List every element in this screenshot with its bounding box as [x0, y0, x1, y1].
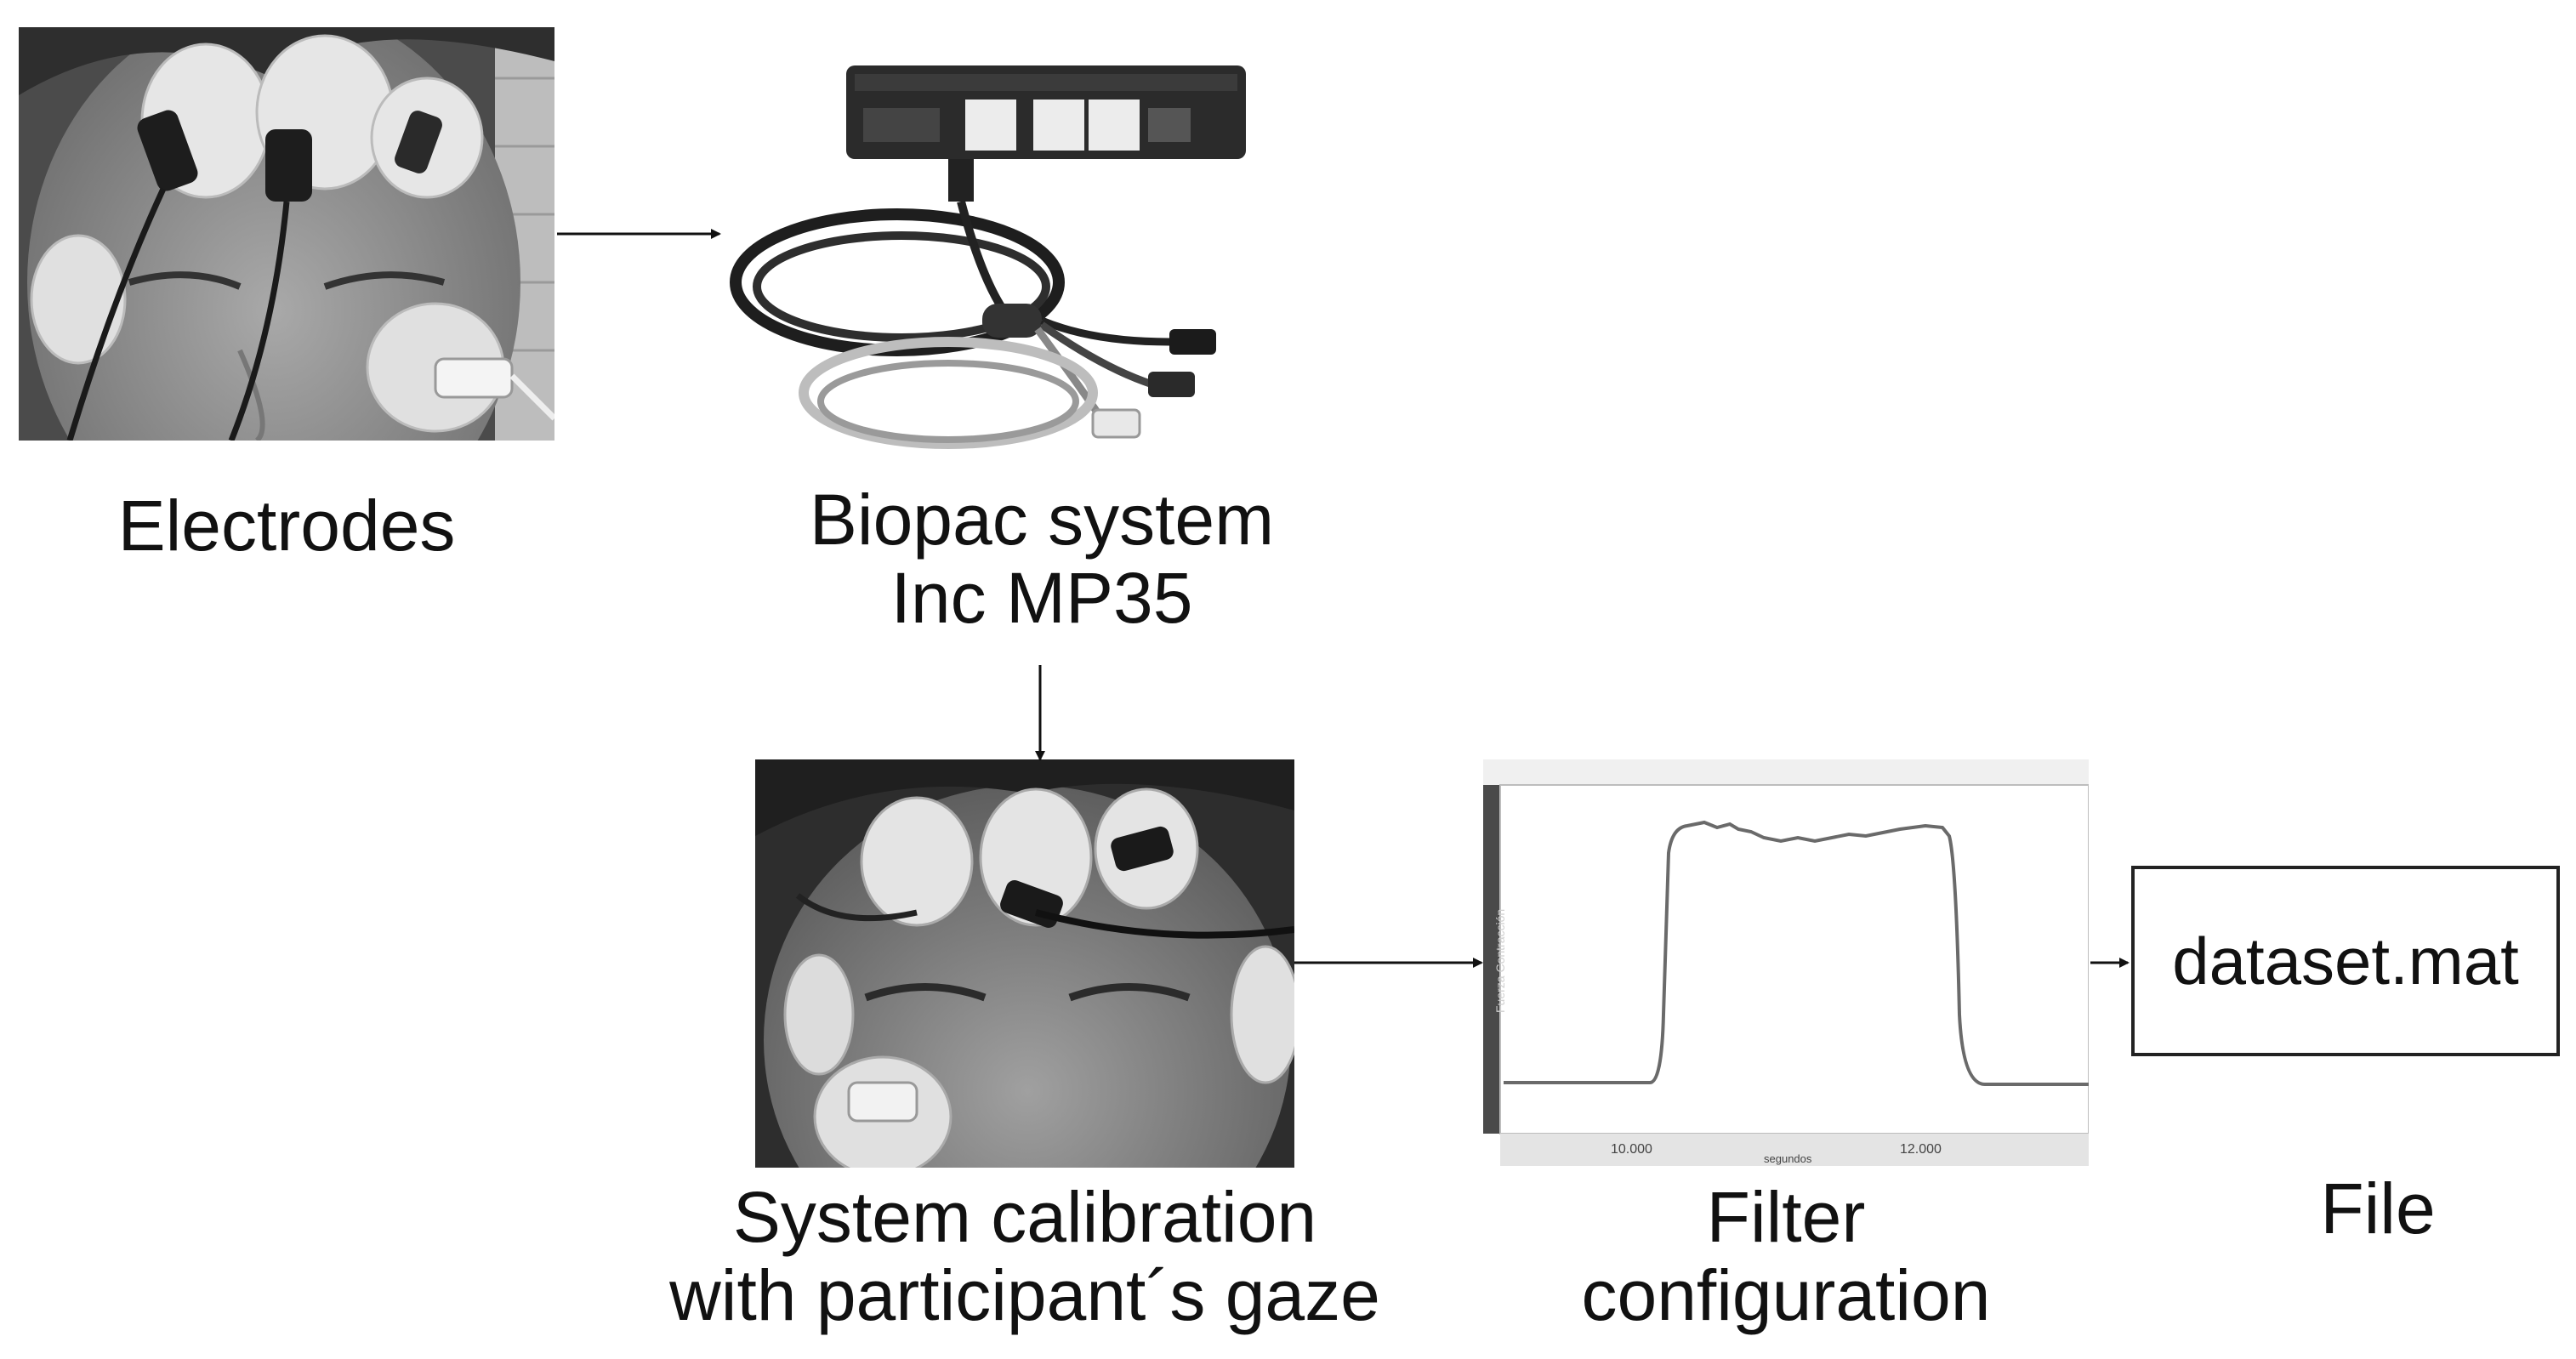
file-label-text: File [2320, 1169, 2436, 1248]
electrodes-label-text: Electrodes [117, 486, 456, 566]
x-tick-1: 10.000 [1611, 1142, 1652, 1157]
x-axis-label: segundos [1764, 1152, 1812, 1165]
calibration-label-line2: with participant´s gaze [669, 1255, 1380, 1335]
filtered-signal-chart [1483, 759, 2089, 1166]
filter-label: Filter configuration [1483, 1178, 2089, 1334]
calibration-face-illustration [755, 759, 1294, 1168]
plot-left-bar [1483, 785, 1500, 1134]
signal-trace [1504, 820, 2089, 1086]
dataset-file-box: dataset.mat [2131, 866, 2560, 1056]
calibration-label: System calibration with participant´s ga… [595, 1178, 1454, 1334]
biopac-device-image [727, 61, 1254, 461]
file-label: File [2216, 1169, 2539, 1248]
biopac-mp35-illustration [730, 65, 1246, 449]
calibration-photo [755, 759, 1294, 1168]
face-with-electrodes-illustration [19, 27, 554, 441]
signal-plot: Fuerza Contracción 10.000 12.000 segundo… [1483, 759, 2089, 1166]
biopac-label-line2: Inc MP35 [890, 558, 1193, 638]
y-axis-label: Fuerza Contracción [1493, 908, 1507, 1013]
biopac-label-line1: Biopac system [809, 480, 1275, 560]
file-name: dataset.mat [2172, 923, 2519, 998]
filter-label-line2: configuration [1581, 1255, 1991, 1335]
electrodes-label: Electrodes [19, 486, 554, 565]
electrodes-photo [19, 27, 554, 441]
calibration-label-line1: System calibration [732, 1177, 1317, 1257]
filter-label-line1: Filter [1706, 1177, 1866, 1257]
x-tick-2: 12.000 [1900, 1142, 1942, 1157]
biopac-label: Biopac system Inc MP35 [727, 480, 1356, 637]
